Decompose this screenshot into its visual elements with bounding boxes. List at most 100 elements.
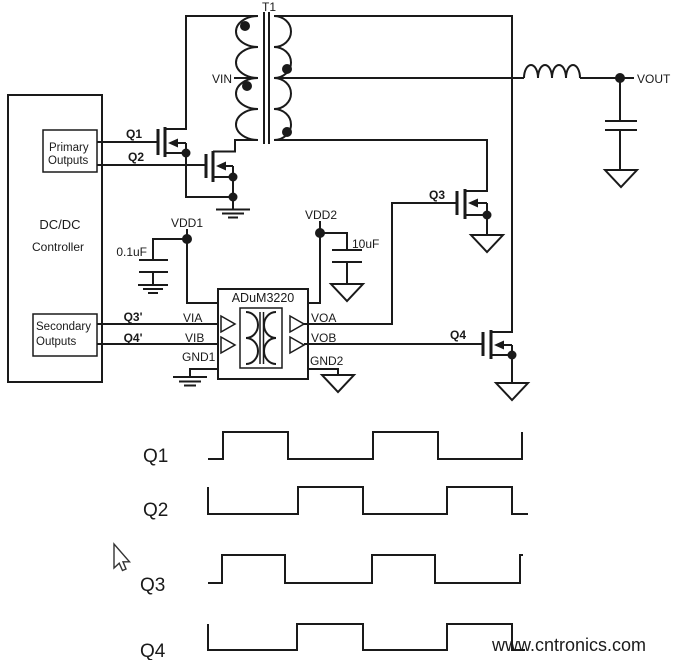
q1-q2-common-junction — [228, 192, 238, 202]
q1-body-arrow-icon — [168, 138, 178, 148]
output-cap-icon — [605, 78, 637, 169]
output-inductor-icon — [523, 64, 581, 79]
inner-coil-right — [263, 311, 277, 365]
waveform-q4-label: Q4 — [140, 641, 166, 660]
pin-voa-label: VOA — [311, 311, 336, 325]
waveform-q2-trace — [207, 486, 528, 515]
waveform-q3-label: Q3 — [140, 575, 165, 596]
pin-vib-label: VIB — [185, 331, 204, 345]
q3-source-junction — [482, 210, 492, 220]
q3-label: Q3 — [429, 188, 445, 202]
q3-ground-triangle-icon — [468, 234, 506, 254]
q2-body-arrow-icon — [216, 161, 226, 171]
q1-symbol-bars — [156, 127, 167, 157]
isolator-box — [217, 288, 309, 380]
mosfet-q4: Q4 — [274, 15, 531, 402]
buffer-voa-icon — [289, 314, 306, 334]
polarity-dot-secondary-top — [282, 64, 292, 74]
waveform-q2-label: Q2 — [143, 500, 168, 521]
output-ground-triangle-icon — [602, 169, 640, 189]
mosfet-q3: Q3 — [274, 139, 506, 325]
cap1-ground-icon — [138, 284, 168, 294]
transformer-core — [263, 12, 270, 144]
vin-label: VIN — [212, 72, 232, 86]
dcdc-controller: DC/DC Controller Primary Outputs Seconda… — [7, 94, 103, 383]
q3-drain-wire — [274, 139, 488, 192]
polarity-dot-secondary-bottom — [282, 127, 292, 137]
pin-gnd1-label: GND1 — [182, 350, 216, 364]
q4-source-wire — [491, 344, 513, 382]
mosfet-q1: Q1 — [97, 15, 258, 198]
secondary-outputs-label-2: Outputs — [36, 336, 77, 348]
buffer-via-icon — [220, 314, 237, 334]
q3-prime-label: Q3' — [124, 310, 143, 324]
q4-ground-triangle-icon — [493, 382, 531, 402]
voa-to-q3-gate-wire — [304, 202, 457, 325]
primary-outputs-label-2: Outputs — [48, 155, 89, 167]
q2-label: Q2 — [128, 150, 144, 164]
pin-gnd2-label: GND2 — [310, 354, 344, 368]
vdd1-junction — [182, 234, 192, 244]
q1-drain-wire — [165, 15, 258, 130]
q4-label: Q4 — [450, 328, 466, 342]
cap-10uf-icon — [332, 249, 362, 284]
cap2-ground-triangle-icon — [328, 283, 366, 303]
vout-label: VOUT — [637, 72, 671, 86]
pin-vob-label: VOB — [311, 331, 336, 345]
cap-0p1uf-icon — [139, 259, 168, 285]
polarity-dot-primary-bottom — [242, 81, 252, 91]
buffer-vib-icon — [220, 335, 237, 355]
vdd2-junction — [315, 228, 325, 238]
primary-ground-icon — [216, 208, 250, 219]
vdd1-label: VDD1 — [171, 216, 203, 230]
vdd2-supply: VDD2 10uF — [305, 208, 379, 304]
primary-outputs-box: Primary Outputs — [42, 129, 98, 173]
output-filter: VOUT — [274, 64, 671, 189]
isolator-part-label: ADuM3220 — [232, 291, 295, 305]
waveform-q1-trace — [208, 431, 523, 460]
buffer-vob-icon — [289, 335, 306, 355]
secondary-outputs-label-1: Secondary — [36, 321, 91, 333]
cap-10uf-label: 10uF — [352, 237, 379, 251]
q2-source-wire — [213, 165, 234, 209]
q3-source-wire — [465, 202, 488, 234]
timing-diagram: Q1 Q2 Q3 Q4 — [140, 431, 528, 660]
pin-via-label: VIA — [183, 311, 202, 325]
q1-label: Q1 — [126, 127, 142, 141]
gnd1-wire — [189, 368, 218, 377]
q2-symbol-bars — [204, 151, 215, 182]
q4-source-junction — [507, 350, 517, 360]
mouse-cursor-icon — [113, 542, 132, 572]
vdd2-label: VDD2 — [305, 208, 337, 222]
q4-symbol-bars — [481, 330, 493, 359]
inner-coil-left — [245, 311, 259, 365]
gnd2-ground-triangle-icon — [319, 374, 357, 394]
q4-prime-label: Q4' — [124, 331, 143, 345]
waveform-q3-trace — [208, 554, 523, 584]
transformer-t1: T1 VIN — [212, 0, 292, 144]
waveform-q4-trace — [207, 623, 525, 651]
secondary-outputs-rect — [32, 313, 98, 357]
inner-core — [259, 312, 265, 364]
q4-body-arrow-icon — [494, 340, 504, 350]
transformer-label: T1 — [262, 0, 276, 14]
q2-source-junction — [228, 172, 238, 182]
q2-drain-wire — [213, 139, 258, 153]
q3-body-arrow-icon — [468, 198, 478, 208]
secondary-outputs-box: Secondary Outputs — [32, 313, 98, 357]
gnd2-wire — [308, 368, 339, 375]
watermark: www.cntronics.com — [491, 635, 646, 655]
controller-title-line1: DC/DC — [39, 217, 80, 232]
gnd1-ground-icon — [173, 376, 207, 387]
vdd1-supply: VDD1 0.1uF — [116, 216, 218, 304]
primary-outputs-rect — [42, 129, 98, 173]
polarity-dot-primary-top — [240, 21, 250, 31]
q4-drain-wire — [274, 15, 513, 333]
controller-box — [7, 94, 103, 383]
isolator-input-lines: Q3' Q4' — [97, 310, 218, 345]
mosfet-q2: Q2 — [97, 139, 258, 219]
controller-title-line2: Controller — [32, 240, 84, 254]
q1-source-junction — [181, 148, 191, 158]
